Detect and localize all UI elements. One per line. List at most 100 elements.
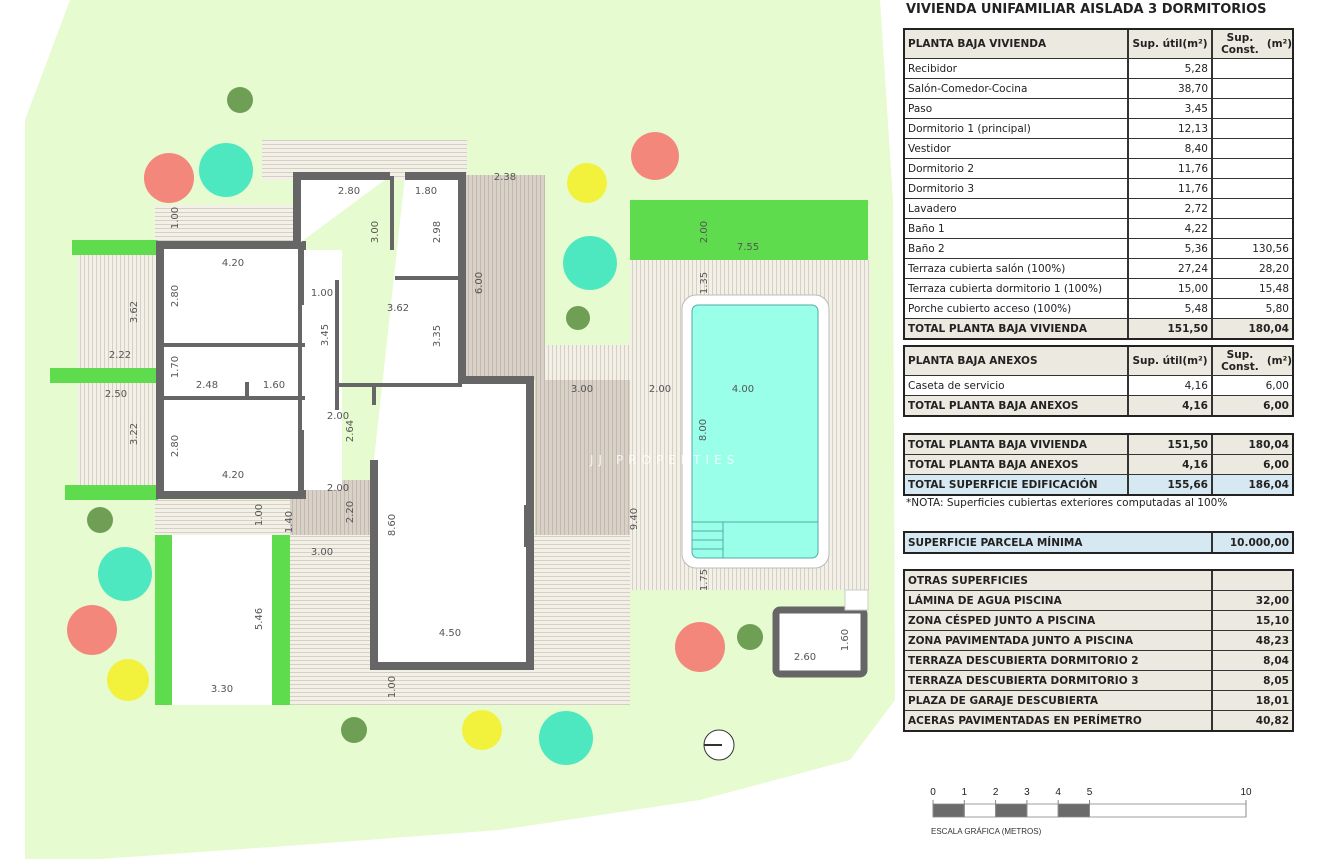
row-label: Salón-Comedor-Cocina bbox=[905, 79, 1129, 98]
tree-darkgreen bbox=[87, 507, 113, 533]
tree-salmon bbox=[631, 132, 679, 180]
tree-salmon bbox=[675, 622, 725, 672]
tree-yellow bbox=[567, 163, 607, 203]
dimension-label: 1.00 bbox=[254, 504, 265, 526]
row-util: 12,13 bbox=[1129, 119, 1213, 138]
planter bbox=[65, 485, 158, 500]
dimension-label: 3.00 bbox=[370, 221, 381, 243]
const-label: Sup. Const. bbox=[1221, 349, 1259, 373]
dimension-label: 2.38 bbox=[494, 172, 516, 183]
row-util: 2,72 bbox=[1129, 199, 1213, 218]
row-const: 5,80 bbox=[1265, 302, 1289, 315]
dimension-label: 3.62 bbox=[387, 303, 409, 314]
row-label: ACERAS PAVIMENTADAS EN PERÍMETRO bbox=[905, 711, 1213, 730]
row-label: ZONA PAVIMENTADA JUNTO A PISCINA bbox=[905, 631, 1213, 650]
tree-yellow bbox=[462, 710, 502, 750]
row-label: Caseta de servicio bbox=[905, 376, 1129, 395]
row-util: 15,00 bbox=[1129, 279, 1213, 298]
row-label: Baño 1 bbox=[905, 219, 1129, 238]
row-value: 8,04 bbox=[1263, 654, 1289, 667]
row-util: 11,76 bbox=[1129, 159, 1213, 178]
dimension-label: 3.00 bbox=[311, 547, 333, 558]
header-const: Sup. Const. (m²) bbox=[1213, 347, 1292, 375]
row-label: Terraza cubierta dormitorio 1 (100%) bbox=[905, 279, 1129, 298]
note: *NOTA: Superficies cubiertas exteriores … bbox=[906, 497, 1228, 509]
row-const: 6,00 bbox=[1265, 379, 1289, 392]
tree-teal bbox=[563, 236, 617, 290]
row-const: 180,04 bbox=[1248, 438, 1289, 451]
dimension-label: 2.80 bbox=[170, 285, 181, 307]
service-shed bbox=[772, 606, 868, 678]
header-label: PLANTA BAJA VIVIENDA bbox=[905, 30, 1129, 58]
deck-covered-bedroom bbox=[465, 175, 545, 380]
row-value bbox=[1213, 571, 1292, 590]
dimension-label: 2.48 bbox=[196, 380, 218, 391]
dimension-label: 2.00 bbox=[699, 221, 710, 243]
dimension-label: 4.00 bbox=[732, 384, 754, 395]
dimension-label: 2.98 bbox=[432, 221, 443, 243]
row-const: 180,04 bbox=[1248, 322, 1289, 335]
scale-segment bbox=[1026, 803, 1059, 818]
row-const bbox=[1213, 179, 1292, 198]
header-util: Sup. útil(m²) bbox=[1129, 30, 1213, 58]
util-label: Sup. útil bbox=[1132, 38, 1183, 50]
dimension-label: 8.60 bbox=[387, 514, 398, 536]
dimension-label: 1.35 bbox=[699, 272, 710, 294]
header-const: Sup. Const.(m²) bbox=[1213, 30, 1292, 58]
unit: (m²) bbox=[1266, 38, 1292, 50]
tree-teal bbox=[199, 143, 253, 197]
row-util: 8,40 bbox=[1129, 139, 1213, 158]
scale-tick-label: 0 bbox=[930, 787, 936, 798]
dimension-label: 1.60 bbox=[840, 629, 851, 651]
row-util: 5,48 bbox=[1129, 299, 1213, 318]
dimension-label: 1.70 bbox=[170, 356, 181, 378]
dimension-label: 1.60 bbox=[263, 380, 285, 391]
dimension-label: 8.00 bbox=[698, 419, 709, 441]
unit: (m²) bbox=[1266, 355, 1292, 367]
garage-parking bbox=[172, 535, 272, 705]
dimension-label: 2.60 bbox=[794, 652, 816, 663]
lawn-pool bbox=[630, 200, 868, 260]
unit: (m²) bbox=[1182, 38, 1208, 50]
row-const bbox=[1213, 99, 1292, 118]
row-value: 32,00 bbox=[1255, 594, 1289, 607]
dimension-label: 2.00 bbox=[327, 483, 349, 494]
table-row: Dormitorio 1 (principal)12,13 bbox=[905, 118, 1292, 138]
scale-segment bbox=[963, 803, 996, 818]
row-util: 151,50 bbox=[1129, 319, 1213, 338]
row-label: TOTAL PLANTA BAJA ANEXOS bbox=[905, 455, 1129, 474]
row-util: 5,36 bbox=[1129, 239, 1213, 258]
row-value: 40,82 bbox=[1255, 714, 1289, 727]
scale-segment bbox=[995, 803, 1028, 818]
dimension-label: 2.22 bbox=[109, 350, 131, 361]
row-label: TOTAL PLANTA BAJA VIVIENDA bbox=[905, 435, 1129, 454]
house-walls bbox=[156, 172, 534, 670]
dimension-label: 4.50 bbox=[439, 628, 461, 639]
row-const: 6,00 bbox=[1263, 458, 1289, 471]
deck-top-left bbox=[155, 205, 300, 241]
util-label: Sup. útil bbox=[1132, 355, 1183, 367]
dimension-label: 4.20 bbox=[222, 470, 244, 481]
row-const bbox=[1213, 199, 1292, 218]
scale-segment bbox=[932, 803, 965, 818]
watermark: JJ PROPERTIES bbox=[589, 453, 739, 467]
row-label: OTRAS SUPERFICIES bbox=[905, 571, 1213, 590]
header-util: Sup. útil(m²) bbox=[1129, 347, 1213, 375]
